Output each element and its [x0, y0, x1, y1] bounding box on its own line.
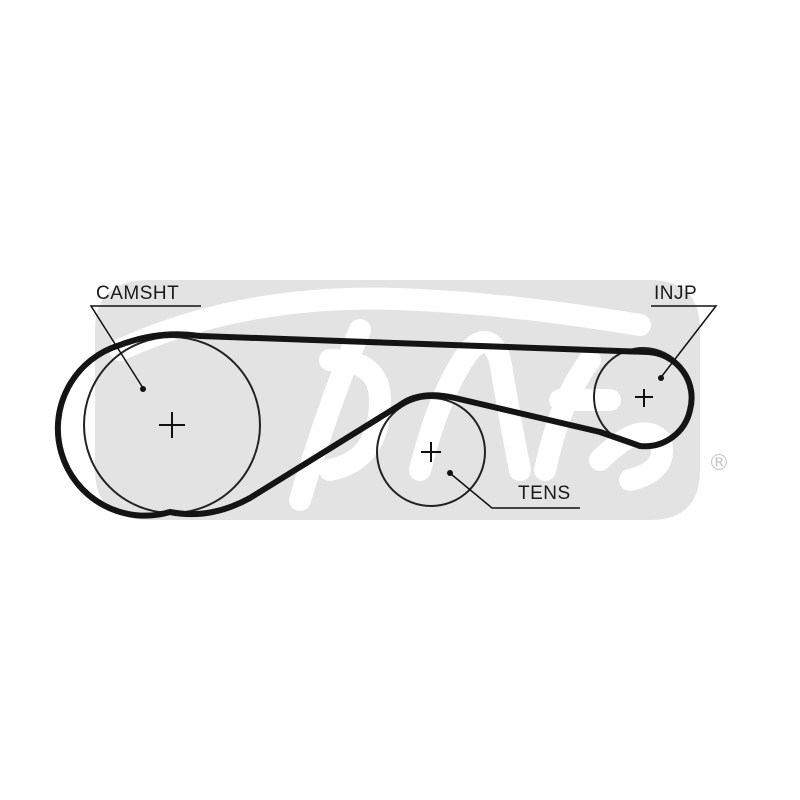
camsht-label: CAMSHT	[96, 283, 179, 304]
tens-leader-dot	[447, 470, 453, 476]
timing-belt	[54, 331, 695, 519]
injp-callout: INJP	[651, 283, 718, 381]
tens-callout: TENS	[447, 470, 580, 509]
registered-mark: ®	[708, 451, 730, 476]
watermark-script	[109, 287, 673, 511]
camsht-leader-dot	[140, 386, 146, 392]
injp-label: INJP	[654, 283, 697, 304]
tens-label: TENS	[518, 483, 571, 504]
camsht-leader-line	[89, 305, 201, 389]
injp-leader-dot	[658, 375, 664, 381]
tens-leader-line	[450, 473, 580, 509]
camsht-callout: CAMSHT	[89, 283, 201, 392]
injp-leader-line	[651, 305, 718, 377]
injection-pump-center-mark	[635, 389, 653, 407]
camshaft-center-mark	[159, 412, 185, 438]
tensioner-center-mark	[421, 442, 441, 462]
